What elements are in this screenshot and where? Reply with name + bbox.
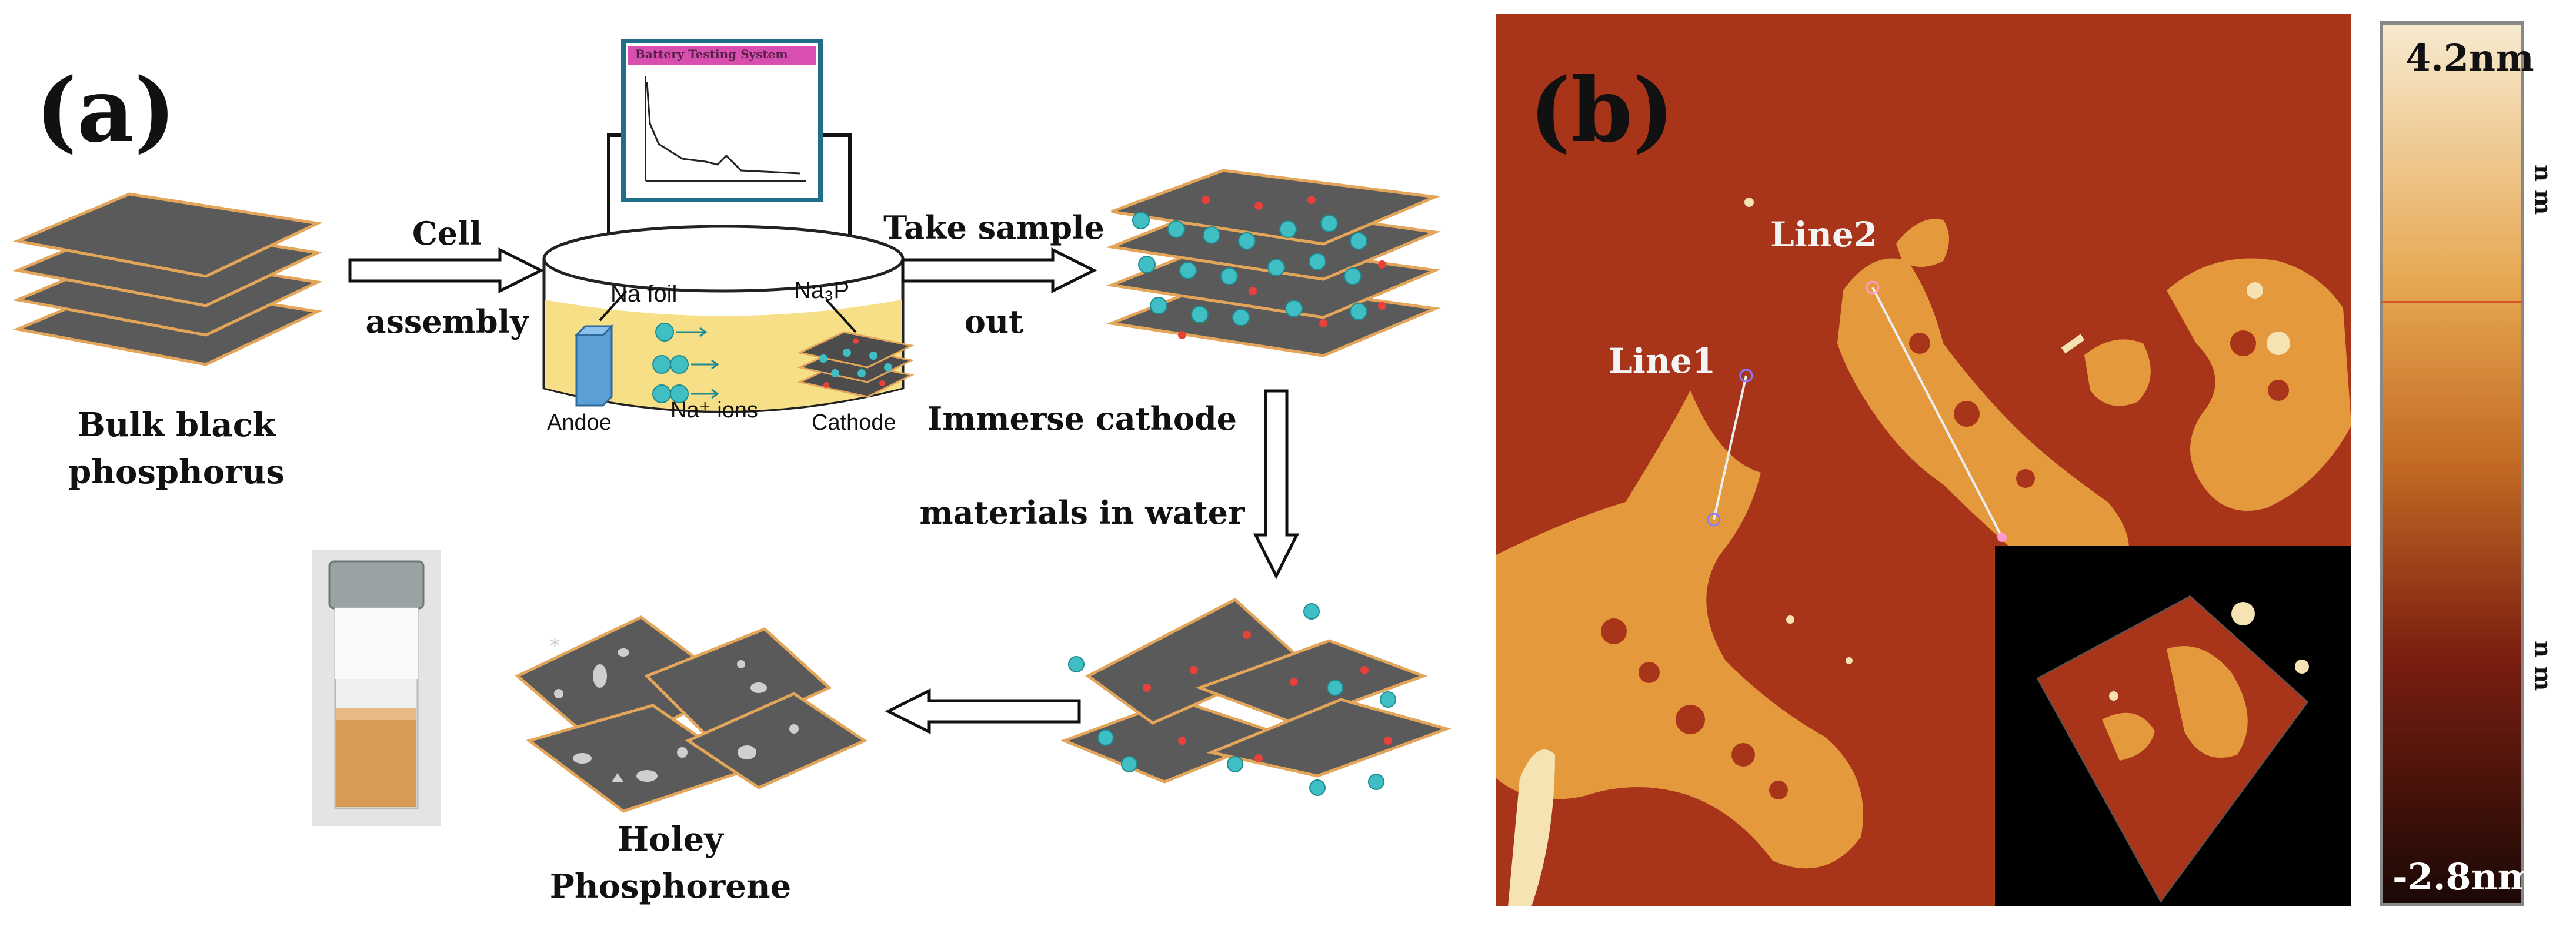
- scale-max-label: 4.2nm: [2405, 36, 2534, 79]
- afm-3d-inset: [1995, 546, 2351, 906]
- vial-photo: [312, 550, 441, 826]
- na3p-label: Na₃P: [794, 277, 850, 303]
- panel-a-label: (a): [35, 59, 176, 162]
- scale-unit-bottom: n m: [2529, 641, 2557, 691]
- line1-label: Line1: [1609, 341, 1716, 381]
- arrow3-label-line2: materials in water: [919, 494, 1245, 531]
- bulk-label-line2: phosphorus: [68, 453, 285, 491]
- arrow1-label-line1: Cell: [412, 215, 482, 252]
- cathode-label: Cathode: [812, 410, 896, 435]
- arrow3-label-line1: Immerse cathode: [927, 400, 1237, 437]
- electrochemical-cell: [542, 39, 915, 413]
- product-label-line1: Holey: [618, 820, 723, 859]
- holey-phosphorene-sheets: *: [515, 615, 868, 813]
- bulk-label-line1: Bulk black: [77, 406, 276, 444]
- na-foil-label: Na foil: [610, 281, 678, 307]
- arrow-immerse: [1253, 389, 1300, 580]
- afm-image: [1496, 14, 2351, 906]
- arrow-cell-assembly: [348, 247, 545, 294]
- exfoliated-sheets: [1060, 597, 1452, 796]
- svg-text:*: *: [550, 634, 560, 658]
- intercalated-stack: [1106, 169, 1441, 357]
- scale-min-label: -2.8nm: [2393, 855, 2537, 898]
- anode-label: Andoe: [547, 410, 612, 435]
- arrow2-label-line2: out: [964, 303, 1024, 340]
- line1-measurement: [1713, 375, 1747, 520]
- arrow-to-product: [885, 688, 1081, 735]
- bulk-phosphorus-stack: [12, 192, 323, 366]
- panel-b-label: (b): [1529, 59, 1674, 162]
- arrow-take-sample: [901, 247, 1097, 294]
- scale-unit-top: n m: [2529, 165, 2557, 215]
- line2-measurement: [1871, 287, 2003, 538]
- na-ions-label: Na⁺ ions: [670, 398, 758, 423]
- height-scale-bar: [2378, 20, 2555, 908]
- product-label-line2: Phosphorene: [549, 867, 792, 906]
- battery-tester-window: [621, 39, 823, 202]
- arrow2-label-line1: Take sample: [883, 209, 1105, 246]
- battery-window-title: Battery Testing System: [635, 47, 788, 61]
- arrow1-label-line2: assembly: [365, 303, 529, 340]
- line2-label: Line2: [1770, 215, 1878, 255]
